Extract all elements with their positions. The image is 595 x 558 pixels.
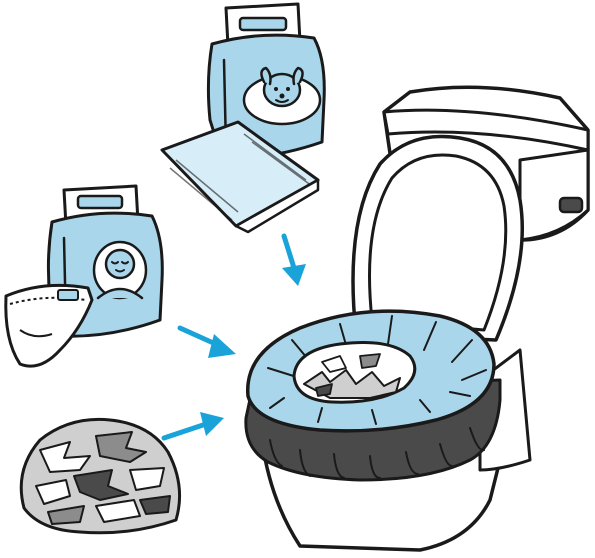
arrow-from-diaper: [177, 325, 236, 358]
toilet: [244, 85, 590, 552]
arrow-from-pet-sheet: [281, 233, 306, 286]
shredded-paper-pile: [19, 417, 182, 535]
baby-face-icon: [92, 240, 148, 300]
diaper: [4, 283, 94, 368]
arrow-from-paper: [161, 412, 224, 441]
puppy-icon: [242, 66, 322, 126]
pet-sheet-pack: [206, 2, 326, 160]
pet-pad-sheet: [160, 120, 320, 234]
